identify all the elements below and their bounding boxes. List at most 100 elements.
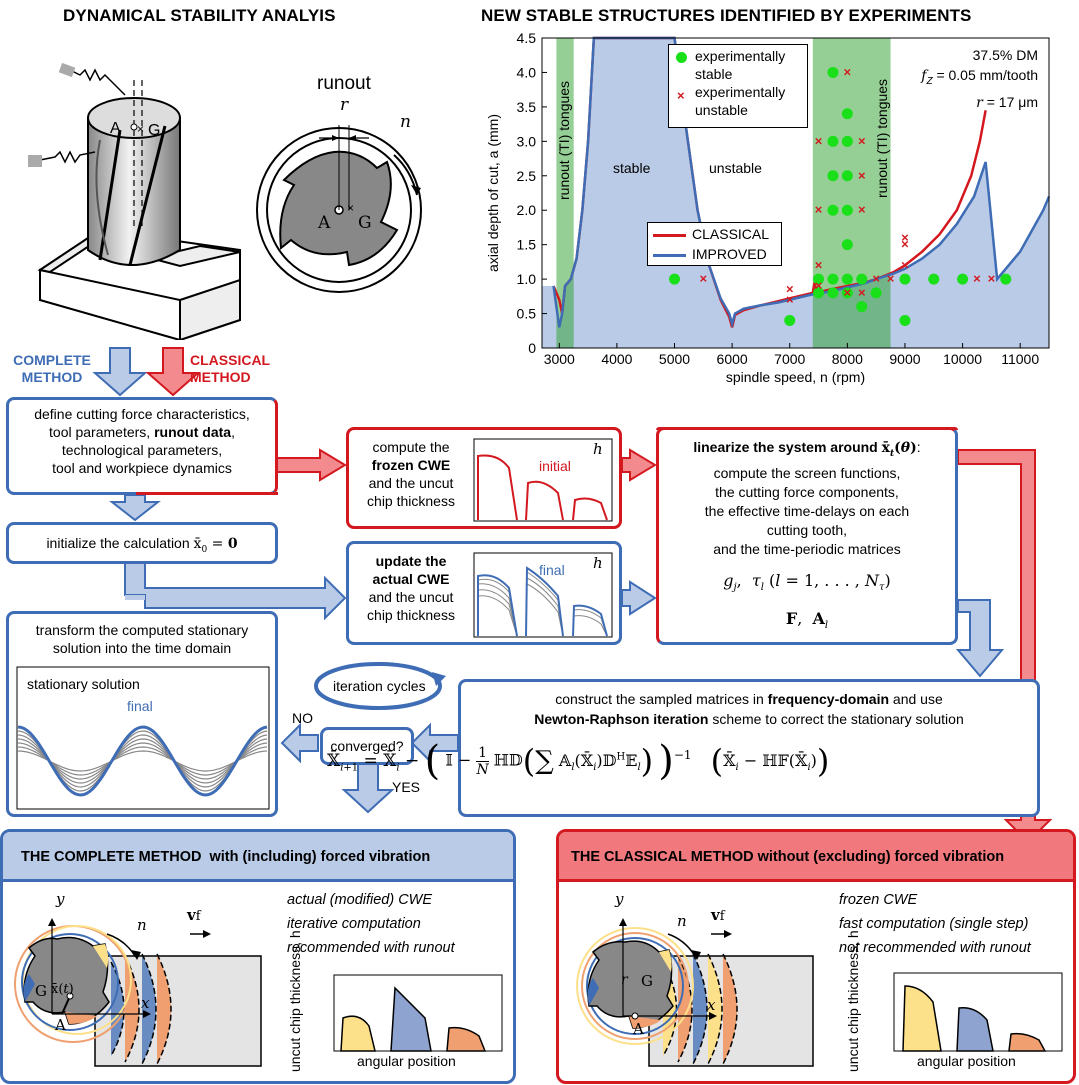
stable-point [841, 108, 853, 120]
x-tick-label: 5000 [659, 351, 690, 367]
complete-chip-plot [333, 974, 503, 1052]
unstable-point: × [700, 271, 708, 286]
update-cwe-box: update the actual CWE and the uncut chip… [346, 541, 622, 645]
legend-classical-label: CLASSICAL [692, 226, 770, 242]
unstable-point: × [786, 281, 794, 296]
complete-panel-header: THE COMPLETE METHOD with (including) for… [3, 832, 513, 882]
y-tick-label: 4.0 [517, 64, 537, 80]
unstable-point: × [815, 257, 823, 272]
classical-A: A [633, 1020, 644, 1038]
y-tick-label: 0 [528, 340, 536, 356]
method-arrows [92, 347, 201, 397]
unstable-point: × [988, 271, 996, 286]
x-axis-label: spindle speed, n (rpm) [726, 369, 865, 385]
iteration-curve [17, 750, 268, 772]
classical-method-panel: THE CLASSICAL METHOD without (excluding)… [556, 829, 1076, 1084]
end-mill: A G × [87, 80, 181, 266]
classical-ylabel: uncut chip thickness, h [845, 930, 861, 1072]
tongue-left-label: runout (TI) tongues [556, 80, 572, 200]
tongue-right-label: runout (TI) tongues [874, 78, 890, 198]
stable-point [827, 135, 839, 147]
iteration-curve [17, 734, 268, 788]
y-tick-label: 1.5 [517, 237, 537, 253]
yes-label: YES [392, 779, 421, 795]
classical-G: G [641, 972, 653, 990]
converged-box: converged? [320, 727, 414, 765]
classical-method-label: CLASSICAL METHOD [190, 352, 271, 385]
iteration-cycles-label: iteration cycles [333, 678, 426, 694]
info-dm: 37.5% DM [972, 47, 1038, 63]
stable-point [813, 287, 825, 299]
stationary-label: stationary solution [27, 676, 140, 692]
x-tick-label: 7000 [774, 351, 805, 367]
legend-improved-swatch [653, 254, 686, 257]
stable-point [928, 273, 940, 285]
update-cwe-inset [473, 552, 613, 638]
legend-stable-label: experimentally stable [695, 48, 786, 82]
unstable-point: × [844, 285, 852, 300]
complete-A: A [55, 1016, 66, 1034]
unstable-point: × [858, 285, 866, 300]
classical-description: frozen CWE fast computation (single step… [839, 892, 1031, 956]
unstable-point: × [786, 292, 794, 307]
y-tick-label: 4.5 [517, 30, 537, 46]
unstable-point: × [973, 271, 981, 286]
complete-y-axis: y [56, 890, 65, 908]
frozen-cwe-box: compute the frozen CWE and the uncut chi… [346, 427, 622, 529]
stable-point [841, 135, 853, 147]
classical-tool-diagram [576, 918, 814, 1067]
unstable-point: × [901, 237, 909, 252]
complete-G: G [35, 982, 47, 1000]
stable-point [784, 314, 796, 326]
legend-unstable-marker: × [677, 88, 685, 103]
x-tick-label: 3000 [544, 351, 575, 367]
linearize-red-top [656, 427, 958, 430]
unstable-point: × [901, 230, 909, 245]
complete-xt: x̄(t) [51, 982, 74, 997]
tool-cross-section: × [256, 125, 422, 293]
stable-point [1000, 273, 1012, 285]
unstable-point: × [858, 133, 866, 148]
complete-xlabel: angular position [357, 1053, 456, 1069]
tool-illustration: A G × × [28, 62, 422, 340]
stable-point [899, 314, 911, 326]
classical-vf: vf [711, 906, 725, 924]
cross-section-G: G [358, 213, 372, 233]
unstable-point: × [815, 202, 823, 217]
final-solution-curve [17, 725, 268, 797]
classical-chip-plot [893, 972, 1063, 1052]
unstable-point: × [901, 257, 909, 272]
update-inset-h: h [593, 554, 603, 572]
stable-point [957, 273, 969, 285]
define-box-red-edge [136, 492, 278, 495]
complete-vf: vf [187, 906, 201, 924]
stable-region-left [542, 286, 554, 348]
transform-box: transform the computed stationary soluti… [6, 611, 278, 817]
complete-panel-title: THE COMPLETE METHOD with (including) for… [21, 849, 431, 865]
stable-point [899, 273, 911, 285]
complete-method-label: COMPLETE METHOD [13, 352, 91, 385]
workpiece-block [37, 228, 241, 340]
unstable-point: × [858, 202, 866, 217]
classical-n: n [677, 912, 687, 930]
frozen-inset-h: h [593, 440, 603, 458]
stable-point [827, 273, 839, 285]
stable-point [827, 287, 839, 299]
info-r: r = 17 μm [976, 93, 1038, 111]
classical-x-axis: x [707, 996, 716, 1014]
stable-point [841, 273, 853, 285]
unstable-point: × [844, 64, 852, 79]
stable-point [827, 204, 839, 216]
classical-panel-title: THE CLASSICAL METHOD without (excluding)… [571, 849, 1005, 865]
unstable-point: × [815, 278, 823, 293]
legend-improved-label: IMPROVED [692, 246, 767, 262]
newton-raphson-box: construct the sampled matrices in freque… [327, 679, 1040, 817]
stable-point [813, 273, 825, 285]
stable-point [841, 170, 853, 182]
classical-method-arrow [145, 347, 201, 397]
runout-label: runout [317, 73, 371, 94]
runout-r-label: r [340, 95, 349, 115]
stable-point [827, 66, 839, 78]
y-axis-label: axial depth of cut, a (mm) [485, 114, 501, 272]
